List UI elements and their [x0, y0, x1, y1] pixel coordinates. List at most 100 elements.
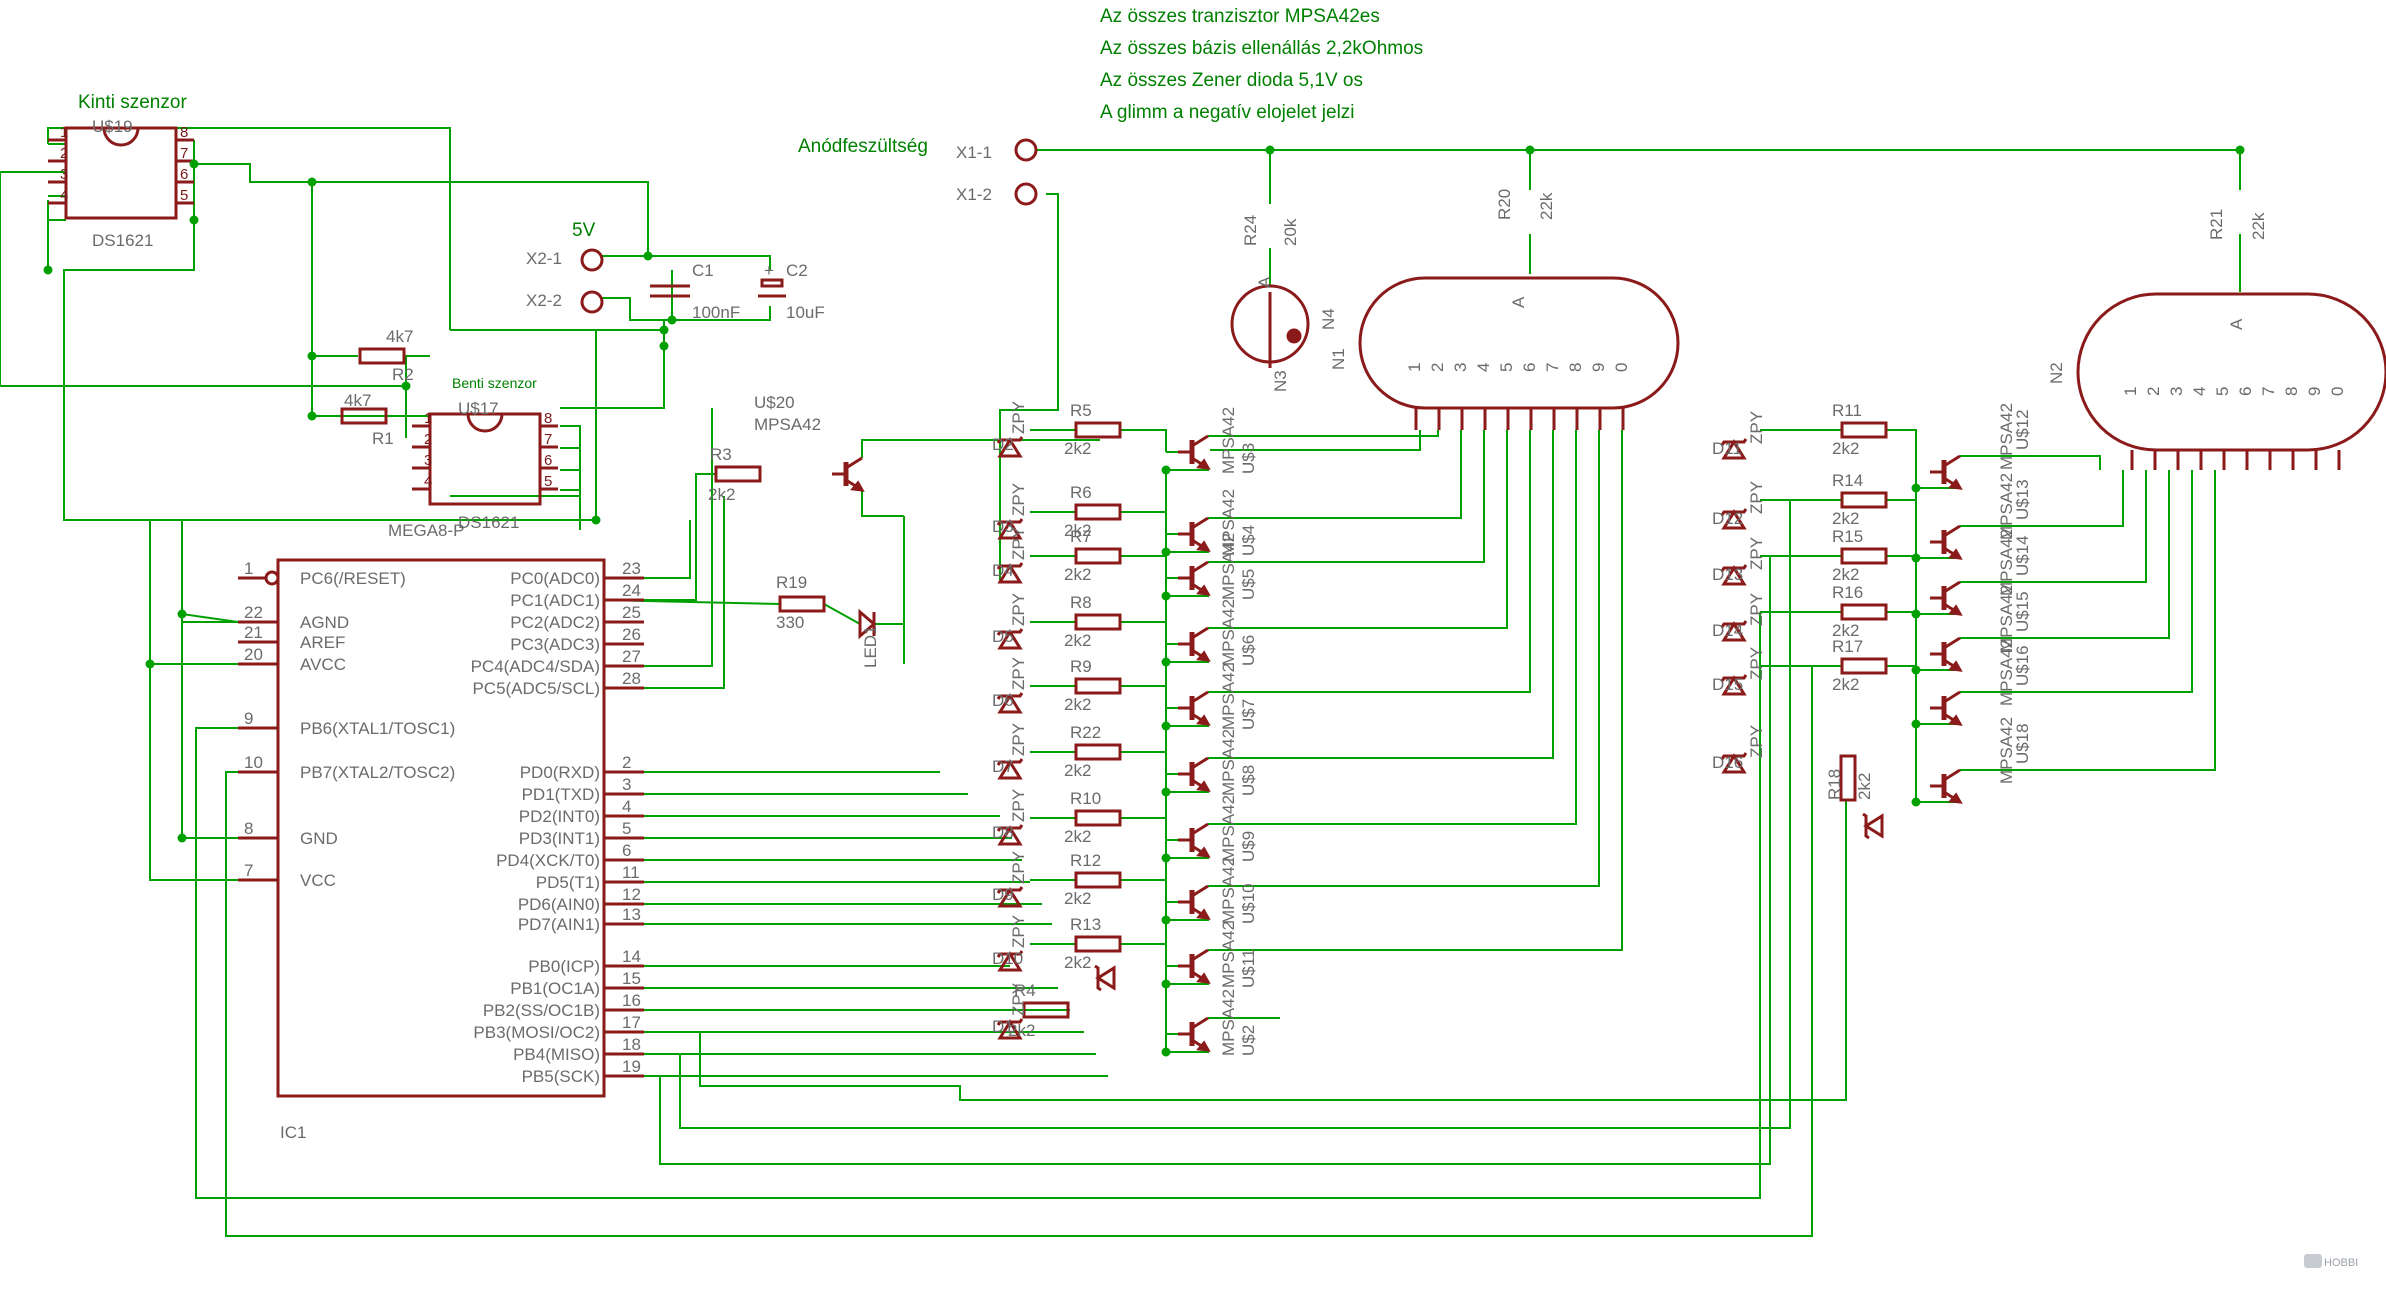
wire	[1280, 430, 1462, 519]
mcu-pin-name: PB0(ICP)	[528, 957, 600, 976]
connector-x2-1-label: X2-1	[526, 249, 562, 268]
zener-label: D6	[992, 691, 1014, 710]
wire	[1280, 430, 1508, 629]
u17-name: U$17	[458, 399, 499, 418]
r3-name: R3	[710, 445, 732, 464]
sensor-pin-number: 3	[60, 166, 68, 183]
resistor-value: 2k2	[1064, 521, 1091, 540]
resistor-value: 2k2	[1064, 827, 1091, 846]
transistor-name: U$10	[1239, 883, 1258, 924]
sensor-pin-number: 7	[544, 431, 552, 448]
mcu-pin-number: 27	[622, 647, 641, 666]
transistor-type: MPSA42	[1219, 857, 1238, 924]
connector-x2-2	[580, 290, 604, 314]
emitter-arrow	[1196, 972, 1211, 984]
mcu-pin-number: 23	[622, 559, 641, 578]
mcu-pin-name: PB7(XTAL2/TOSC2)	[300, 763, 455, 782]
wire	[1120, 621, 1167, 644]
zener-bar	[1720, 674, 1748, 682]
mcu-pin-name: PB2(SS/OC1B)	[483, 1001, 600, 1020]
wire	[0, 171, 406, 387]
zener-type-label: ZPY	[1009, 789, 1028, 822]
zener-d7	[997, 759, 1023, 780]
collector-lead	[845, 456, 863, 470]
wire	[1280, 430, 1577, 825]
transistor-name: U$7	[1239, 699, 1258, 730]
zener-d1	[997, 1019, 1023, 1040]
resistor-value: 2k2	[1855, 773, 1874, 800]
wire	[450, 329, 665, 409]
emitter-arrow	[1196, 908, 1211, 920]
resistor-name: R8	[1070, 593, 1092, 612]
junction-dot	[1161, 853, 1171, 863]
resistor-name: R10	[1070, 789, 1101, 808]
collector-lead	[1191, 690, 1209, 704]
sensor-pin-number: 2	[424, 431, 432, 448]
base-resistor-r14	[1840, 491, 1888, 509]
mcu-pin-name: PC5(ADC5/SCL)	[472, 679, 600, 698]
wire	[588, 255, 771, 270]
wire	[195, 612, 1761, 1199]
junction-dot	[189, 159, 199, 169]
junction-dot	[1161, 1047, 1171, 1057]
wire	[1280, 430, 1531, 693]
wire	[194, 163, 649, 256]
transistor-name: U$3	[1239, 443, 1258, 474]
mcu-pin-number: 11	[622, 863, 640, 882]
tube-n2-pin-label: 1	[2121, 387, 2140, 396]
zener-label: D7	[992, 757, 1014, 776]
zener-d13	[1721, 565, 1747, 586]
zener-bar	[996, 1018, 1024, 1026]
capacitor-c2-plate	[760, 278, 784, 288]
resistor-value: 2k2	[1008, 1021, 1035, 1040]
zener-label: D5	[992, 627, 1014, 646]
junction-dot	[659, 341, 669, 351]
zener-d14	[1721, 621, 1747, 642]
transistor-name: U$14	[2013, 535, 2032, 576]
mcu-pin-name: PC6(/RESET)	[300, 569, 406, 588]
resistor-value: 2k2	[1064, 889, 1091, 908]
wire	[1120, 943, 1167, 966]
mcu-pin-name: PD0(RXD)	[520, 763, 600, 782]
tube-n1-pin-label: 0	[1612, 363, 1631, 372]
emitter-arrow	[1196, 1040, 1211, 1052]
resistor-value: 2k2	[1064, 439, 1091, 458]
base-resistor-r22	[1074, 743, 1122, 761]
mcu-pin-name: PD4(XCK/T0)	[496, 851, 600, 870]
glim-anode-label: A	[1255, 276, 1274, 288]
tube-n1-name: N1	[1329, 348, 1348, 370]
mcu-pin-number: 24	[622, 581, 641, 600]
junction-dot	[667, 315, 677, 325]
tube-n1-pin-label: 6	[1520, 363, 1539, 372]
base-resistor-r15	[1840, 547, 1888, 565]
zener-d9	[997, 887, 1023, 908]
resistor-value: 2k2	[1832, 621, 1859, 640]
tube-n1-pin-label: 2	[1428, 363, 1447, 372]
base-resistor-r7	[1074, 547, 1122, 565]
c1-value: 100nF	[692, 303, 740, 322]
zener-label: D10	[992, 949, 1023, 968]
junction-dot	[1161, 721, 1171, 731]
zener-d2	[997, 437, 1023, 458]
junction-dot	[307, 411, 317, 421]
zener-type-label: ZPY	[1009, 851, 1028, 884]
zener-bar	[1862, 812, 1870, 840]
mcu-pin-name: GND	[300, 829, 338, 848]
zener-bar	[1094, 964, 1102, 992]
zener-type-label: ZPY	[1747, 411, 1766, 444]
emitter-arrow	[1196, 540, 1211, 552]
sensor-u17	[428, 412, 542, 506]
mcu-pin-name: PC1(ADC1)	[510, 591, 600, 610]
mcu-pin-number: 2	[622, 753, 631, 772]
wire	[181, 612, 239, 839]
c2-value: 10uF	[786, 303, 825, 322]
wire	[823, 603, 861, 625]
zener-label: D11	[1712, 439, 1742, 458]
reset-bubble	[264, 570, 280, 586]
emitter-arrow	[1196, 780, 1211, 792]
wire	[1120, 817, 1167, 840]
mcu-pin-name: PB6(XTAL1/TOSC1)	[300, 719, 455, 738]
sensor-pin-number: 6	[544, 452, 552, 469]
led-name: LED1	[861, 625, 880, 668]
